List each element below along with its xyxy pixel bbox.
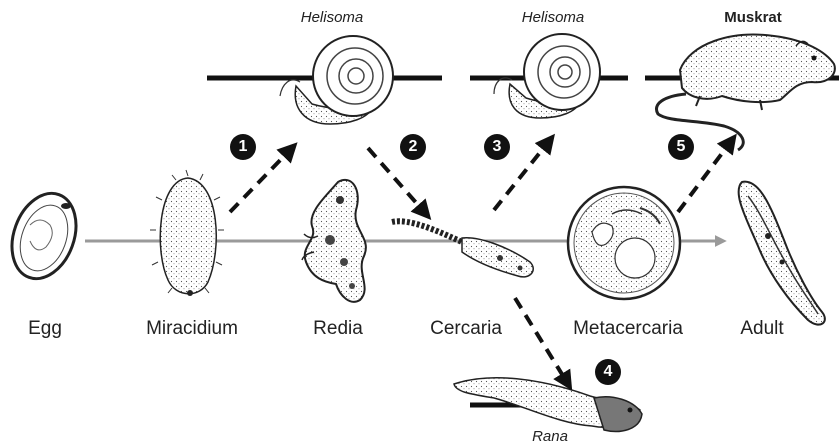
redia-illustration [302, 180, 366, 302]
step-badge-2: 2 [400, 134, 426, 160]
cercaria-illustration [392, 221, 533, 277]
egg-illustration [1, 184, 87, 287]
step-badge-4: 4 [595, 359, 621, 385]
miracidium-illustration [150, 170, 224, 296]
host-label-helisoma-2: Helisoma [522, 9, 585, 26]
stage-label-redia: Redia [313, 318, 363, 340]
step-badge-3: 3 [484, 134, 510, 160]
metacercaria-illustration [568, 187, 680, 299]
helisoma-snail-1-illustration [280, 36, 393, 124]
host-label-muskrat: Muskrat [724, 9, 782, 26]
stage-label-cercaria: Cercaria [430, 318, 502, 340]
stage-label-metacercaria: Metacercaria [573, 318, 683, 340]
host-label-helisoma-1: Helisoma [301, 9, 364, 26]
stage-label-adult: Adult [740, 318, 783, 340]
host-label-rana: Rana [532, 428, 568, 445]
step-badge-5: 5 [668, 134, 694, 160]
muskrat-illustration [656, 35, 834, 150]
stage-label-miracidium: Miracidium [146, 318, 238, 340]
adult-fluke-illustration [739, 182, 825, 325]
arrow-4 [515, 298, 568, 384]
stage-label-egg: Egg [28, 318, 62, 340]
step-badge-1: 1 [230, 134, 256, 160]
